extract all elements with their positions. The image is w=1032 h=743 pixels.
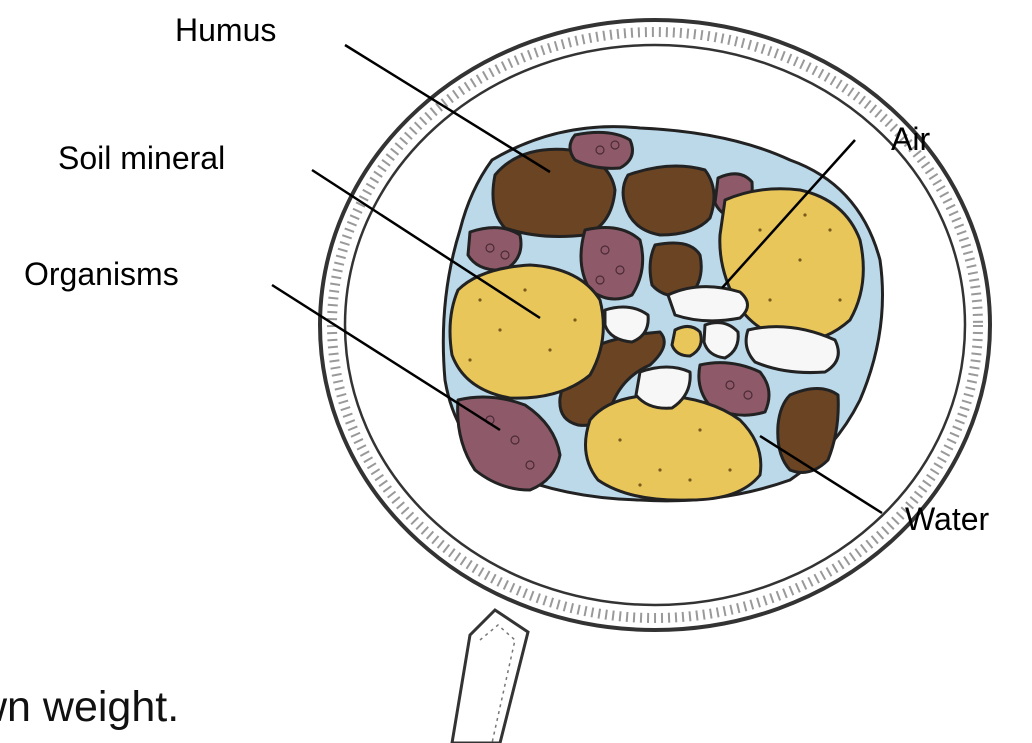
label-air: Air (891, 123, 930, 155)
label-soil-mineral: Soil mineral (58, 142, 225, 174)
air-pocket (668, 287, 748, 321)
label-water: Water (905, 503, 989, 535)
organisms-piece (570, 132, 632, 168)
lens-handle (452, 610, 528, 743)
humus-piece (623, 166, 714, 235)
mineral-piece (450, 265, 603, 398)
humus-piece (778, 389, 839, 473)
air-pocket (704, 323, 738, 358)
label-organisms: Organisms (24, 258, 179, 290)
mineral-piece (672, 326, 701, 356)
label-humus: Humus (175, 14, 276, 46)
caption-text: wn weight. (0, 686, 179, 729)
